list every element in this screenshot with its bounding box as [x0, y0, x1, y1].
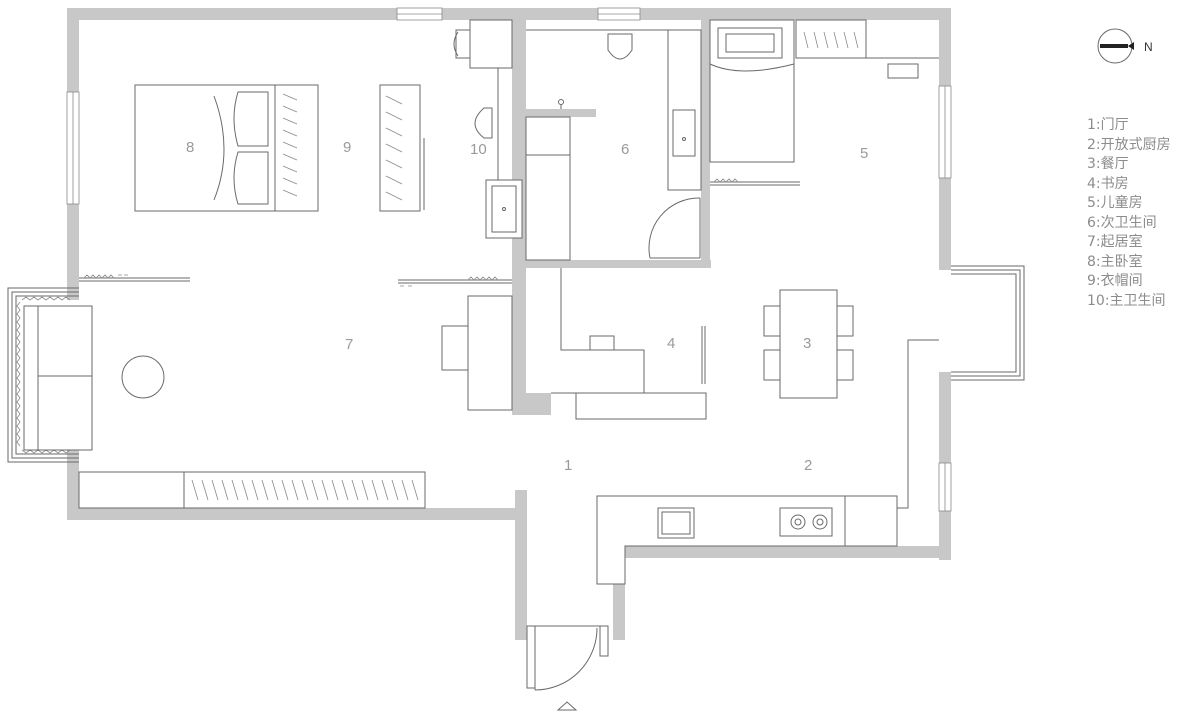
- room-number-6: 6: [621, 141, 629, 158]
- room-number-4: 4: [667, 335, 675, 352]
- legend-item: 8:主卧室: [1087, 253, 1143, 270]
- kids-room-furniture: [709, 19, 939, 163]
- bay-window-left: [7, 287, 79, 463]
- dining-table: [763, 289, 854, 399]
- entrance-door: [526, 625, 609, 711]
- room-number-2: 2: [804, 457, 812, 474]
- master-bathroom-fixtures: [453, 19, 523, 239]
- room-legend: 1:门厅 2:开放式厨房 3:餐厅 4:书房 5:儿童房 6:次卫生间 7:起居…: [1087, 116, 1171, 311]
- room-number-9: 9: [343, 139, 351, 156]
- legend-item: 3:餐厅: [1087, 156, 1129, 172]
- room-number-3: 3: [803, 335, 811, 352]
- room-number-5: 5: [860, 145, 868, 162]
- room-number-10: 10: [470, 141, 487, 158]
- master-bedroom-furniture: [134, 84, 421, 212]
- legend-item: 7:起居室: [1087, 234, 1143, 250]
- legend-item: 10:主卫生间: [1087, 292, 1166, 309]
- study-furniture: [551, 268, 707, 420]
- north-label: N: [1144, 40, 1153, 54]
- legend-item: 9:衣帽间: [1087, 273, 1143, 289]
- second-bathroom-fixtures: [525, 29, 702, 261]
- legend-item: 5:儿童房: [1087, 195, 1143, 211]
- kitchen-counter: [596, 339, 939, 585]
- room-number-1: 1: [564, 457, 572, 474]
- living-room-furniture: [23, 295, 513, 509]
- legend-item: 2:开放式厨房: [1087, 136, 1171, 153]
- sliding-doors: [79, 138, 800, 384]
- compass-icon: [1097, 28, 1134, 64]
- bay-window-right: [951, 265, 1025, 381]
- legend-item: 4:书房: [1087, 175, 1129, 192]
- legend-item: 1:门厅: [1087, 117, 1129, 133]
- legend-item: 6:次卫生间: [1087, 214, 1157, 231]
- room-number-8: 8: [186, 139, 194, 156]
- room-number-7: 7: [345, 336, 353, 353]
